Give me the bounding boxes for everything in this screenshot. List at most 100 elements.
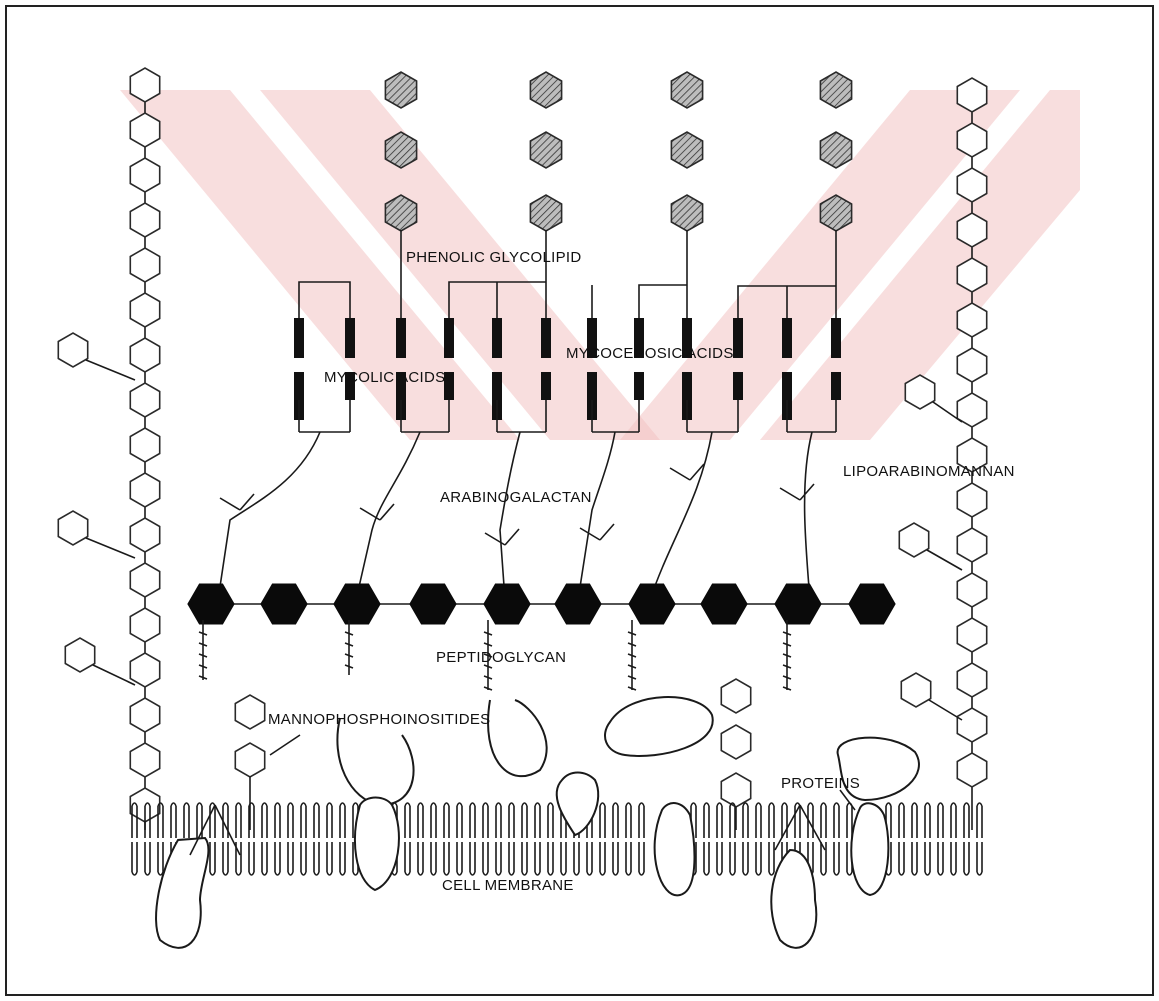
- arabinogalactan-branch: [803, 431, 813, 601]
- peptide-tick: [198, 642, 208, 647]
- peptidoglycan-unit: [774, 583, 822, 625]
- peptide-tick: [782, 686, 792, 691]
- lipid-head-upper: [287, 802, 294, 838]
- membrane-protein: [770, 848, 818, 949]
- pgl-sugar-ring: [670, 131, 704, 169]
- lipid-head-lower: [495, 842, 502, 876]
- peptide-tick: [782, 664, 792, 669]
- mannose-ring: [720, 772, 752, 808]
- watermark: [120, 90, 1080, 440]
- lipid-bar-lower: [587, 372, 597, 420]
- lam-sugar-ring: [956, 752, 988, 788]
- peptide-tick: [782, 675, 792, 680]
- arabinose-twig: [579, 527, 601, 541]
- lam-branch-bond: [92, 664, 136, 686]
- lipid-head-upper: [937, 802, 944, 838]
- peptidoglycan-unit: [409, 583, 457, 625]
- arabinose-twig: [219, 497, 241, 511]
- arabinogalactan-branch: [577, 431, 616, 601]
- peptidoglycan-unit: [700, 583, 748, 625]
- mannose-ring: [234, 694, 266, 730]
- lam-sugar-ring: [129, 247, 161, 283]
- lam-branch-ring: [57, 510, 89, 546]
- lipid-head-lower: [560, 842, 567, 876]
- protein-pointer: [839, 789, 856, 811]
- lipid-head-lower: [430, 842, 437, 876]
- lipid-head-upper: [924, 802, 931, 838]
- lam-sugar-ring: [129, 427, 161, 463]
- lam-branch-ring: [898, 522, 930, 558]
- membrane-protein: [653, 802, 696, 897]
- peptide-tick: [627, 631, 637, 636]
- lipid-bar-lower: [733, 372, 743, 400]
- mycolic-bracket: [298, 281, 351, 320]
- lipid-head-lower: [300, 842, 307, 876]
- peptide-tick: [344, 642, 354, 647]
- lipid-head-lower: [547, 842, 554, 876]
- lipid-head-lower: [521, 842, 528, 876]
- peptide-tick: [627, 675, 637, 680]
- lipid-bar-lower: [492, 372, 502, 420]
- lam-sugar-ring: [129, 742, 161, 778]
- lipid-head-upper: [469, 802, 476, 838]
- label-proteins: PROTEINS: [781, 775, 860, 792]
- lipid-bar-upper: [733, 318, 743, 358]
- lipid-head-lower: [716, 842, 723, 876]
- lam-sugar-ring: [956, 617, 988, 653]
- lipid-head-upper: [508, 802, 515, 838]
- lam-sugar-ring: [129, 607, 161, 643]
- mannophosphoinositides-group: [234, 678, 752, 830]
- lipid-head-upper: [638, 802, 645, 838]
- arabinose-twig: [799, 483, 815, 501]
- lipid-head-lower: [638, 842, 645, 876]
- lipid-head-upper: [326, 802, 333, 838]
- lam-sugar-ring: [956, 347, 988, 383]
- lam-branch-bond: [85, 537, 136, 559]
- peptide-tick: [198, 664, 208, 669]
- lipid-head-upper: [183, 802, 190, 838]
- lam-sugar-ring: [129, 337, 161, 373]
- peptide-tick: [782, 631, 792, 636]
- arabinogalactan-branch: [649, 431, 713, 601]
- lam-sugar-ring: [956, 482, 988, 518]
- peptide-tick: [344, 664, 354, 669]
- lipid-head-upper: [300, 802, 307, 838]
- lipid-head-lower: [820, 842, 827, 876]
- pgl-sugar-ring: [384, 71, 418, 109]
- mpi-loop: [336, 717, 415, 807]
- lam-branch-bond: [85, 359, 136, 381]
- lipid-head-upper: [963, 802, 970, 838]
- lam-branch-ring: [57, 332, 89, 368]
- cell-membrane-bilayer: [131, 802, 983, 876]
- peptide-tick: [198, 675, 208, 680]
- lam-sugar-ring: [129, 67, 161, 103]
- lipid-head-upper: [534, 802, 541, 838]
- peptidoglycan-unit: [628, 583, 676, 625]
- lam-sugar-ring: [956, 707, 988, 743]
- peptide-tick: [198, 653, 208, 658]
- lipid-bar-lower: [634, 372, 644, 400]
- peptidoglycan-chain: [187, 583, 896, 691]
- lipid-head-upper: [404, 802, 411, 838]
- membrane-protein: [555, 771, 600, 837]
- lam-branch-bond: [932, 401, 963, 423]
- lam-sugar-ring: [129, 112, 161, 148]
- lipid-head-lower: [924, 842, 931, 876]
- lipid-head-upper: [950, 802, 957, 838]
- lipid-head-upper: [482, 802, 489, 838]
- label-phenolic-glycolipid: PHENOLIC GLYCOLIPID: [406, 249, 581, 266]
- lam-sugar-ring: [129, 292, 161, 328]
- pgl-sugar-ring: [384, 131, 418, 169]
- lipid-head-upper: [443, 802, 450, 838]
- lipid-bar-lower: [782, 372, 792, 420]
- lipid-bar-lower: [541, 372, 551, 400]
- pgl-sugar-ring: [529, 71, 563, 109]
- lipid-head-upper: [144, 802, 151, 838]
- pgl-sugar-ring: [819, 194, 853, 232]
- lam-branch-ring: [904, 374, 936, 410]
- peptide-tick: [483, 686, 493, 691]
- lam-branch-ring: [64, 637, 96, 673]
- lipid-head-lower: [326, 842, 333, 876]
- lipid-head-lower: [248, 842, 255, 876]
